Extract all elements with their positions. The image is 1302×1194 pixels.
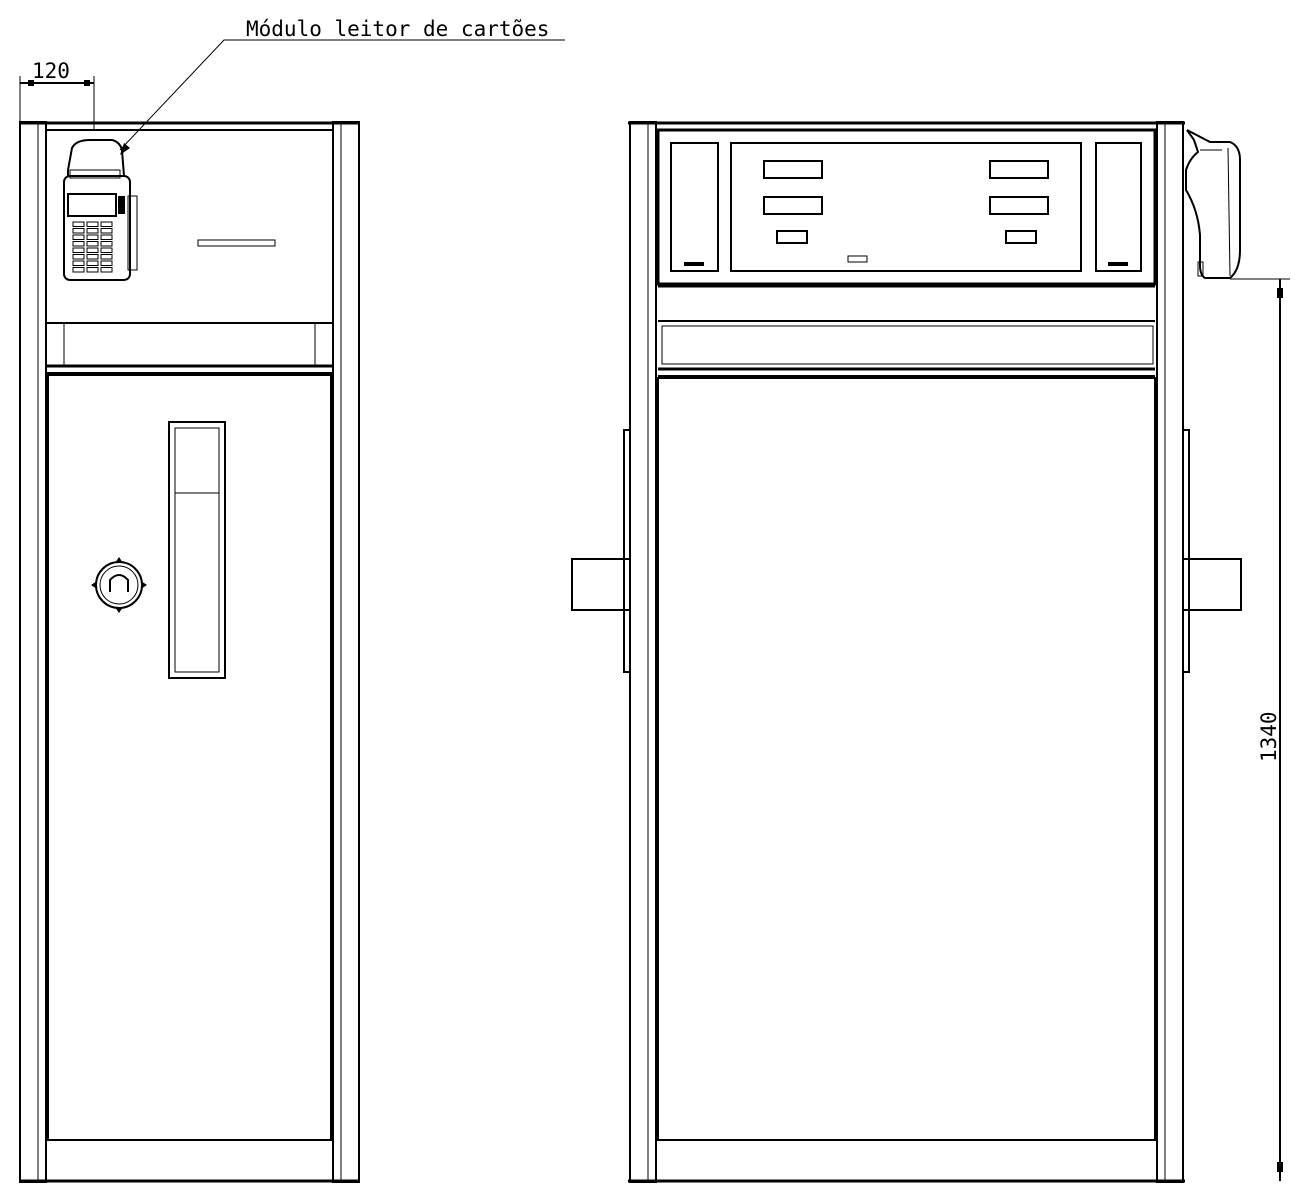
keypad-key bbox=[72, 247, 85, 253]
lock-icon bbox=[91, 557, 147, 613]
right-side-arm bbox=[1182, 558, 1242, 611]
keypad-key bbox=[100, 241, 113, 247]
keypad-key bbox=[86, 241, 99, 247]
keypad-key bbox=[100, 221, 113, 227]
side-card-reader-icon bbox=[1185, 129, 1241, 279]
left-side-arm bbox=[571, 558, 631, 611]
front-right-post bbox=[1156, 121, 1184, 1183]
keypad-key bbox=[86, 247, 99, 253]
keypad-key bbox=[72, 267, 85, 273]
keypad-key bbox=[86, 267, 99, 273]
keypad-key bbox=[100, 267, 113, 273]
keypad-key bbox=[100, 247, 113, 253]
side-handle bbox=[168, 421, 226, 679]
card-reader-callout: Módulo leitor de cartões bbox=[119, 17, 565, 155]
dim-width-label: 120 bbox=[32, 59, 70, 83]
front-door bbox=[657, 377, 1156, 1141]
keypad-key bbox=[100, 254, 113, 260]
keypad-key bbox=[86, 254, 99, 260]
front-display-panel bbox=[656, 128, 1157, 286]
card-reader-icon bbox=[63, 139, 138, 281]
card-reader-label: Módulo leitor de cartões bbox=[246, 17, 549, 41]
keypad-key bbox=[100, 260, 113, 266]
height-dimension: 1340 bbox=[1230, 278, 1290, 1181]
keypad-key bbox=[100, 234, 113, 240]
dim-height-label: 1340 bbox=[1257, 711, 1281, 762]
side-left-post bbox=[19, 121, 47, 1183]
keypad-key bbox=[86, 221, 99, 227]
keypad-key bbox=[72, 221, 85, 227]
side-right-post bbox=[332, 121, 360, 1183]
keypad-key bbox=[86, 260, 99, 266]
side-door bbox=[47, 374, 332, 1141]
keypad-key bbox=[72, 228, 85, 234]
keypad-key bbox=[86, 234, 99, 240]
keypad-key bbox=[72, 260, 85, 266]
keypad-key bbox=[100, 228, 113, 234]
front-screen bbox=[730, 142, 1082, 272]
keypad-key bbox=[72, 254, 85, 260]
keypad-key bbox=[72, 234, 85, 240]
front-view bbox=[571, 121, 1242, 1183]
side-slot bbox=[197, 239, 276, 247]
width-dimension: 120 bbox=[19, 59, 95, 130]
keypad-key bbox=[86, 228, 99, 234]
side-view bbox=[19, 121, 360, 1183]
front-left-post bbox=[629, 121, 657, 1183]
keypad-key bbox=[72, 241, 85, 247]
